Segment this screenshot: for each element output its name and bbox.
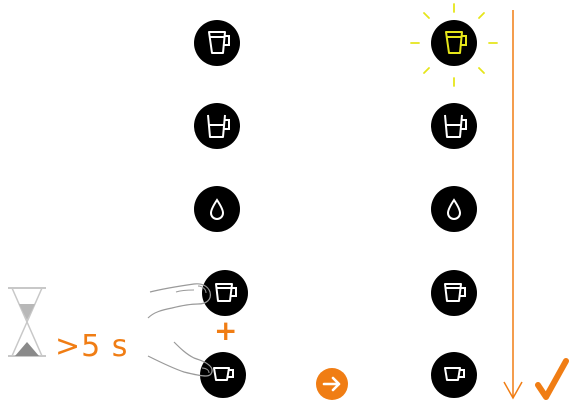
hourglass-icon (8, 287, 46, 357)
blink-rays-icon (410, 3, 498, 87)
ristretto-cup-icon (213, 367, 234, 381)
espresso-cup-icon (215, 283, 237, 302)
hot-water-button-right[interactable] (431, 186, 477, 232)
hot-water-drop-icon (209, 198, 225, 220)
next-step-arrow (316, 368, 348, 400)
hold-duration-label: >5 s (55, 329, 129, 364)
progress-down-arrow (503, 10, 523, 400)
espresso-cup-icon (444, 283, 466, 302)
ristretto-button-right[interactable] (431, 352, 477, 398)
americano-cup-icon (444, 114, 467, 138)
checkmark-icon (535, 358, 569, 400)
hot-water-drop-icon (446, 198, 462, 220)
ristretto-cup-icon (444, 367, 465, 381)
ristretto-button[interactable] (200, 352, 246, 398)
americano-button-right[interactable] (431, 103, 477, 149)
arrow-right-icon (322, 376, 341, 392)
lungo-cup-icon (208, 31, 230, 54)
lungo-button-blinking[interactable] (431, 20, 477, 66)
lungo-cup-icon-blinking (445, 31, 467, 54)
hot-water-button[interactable] (194, 186, 240, 232)
finger-press-ristretto-icon (147, 341, 213, 377)
americano-button[interactable] (194, 103, 240, 149)
finger-press-espresso-icon (147, 283, 211, 319)
lungo-button[interactable] (194, 20, 240, 66)
espresso-button-right[interactable] (431, 270, 477, 316)
americano-cup-icon (207, 114, 230, 138)
plus-sign: + (214, 314, 238, 347)
